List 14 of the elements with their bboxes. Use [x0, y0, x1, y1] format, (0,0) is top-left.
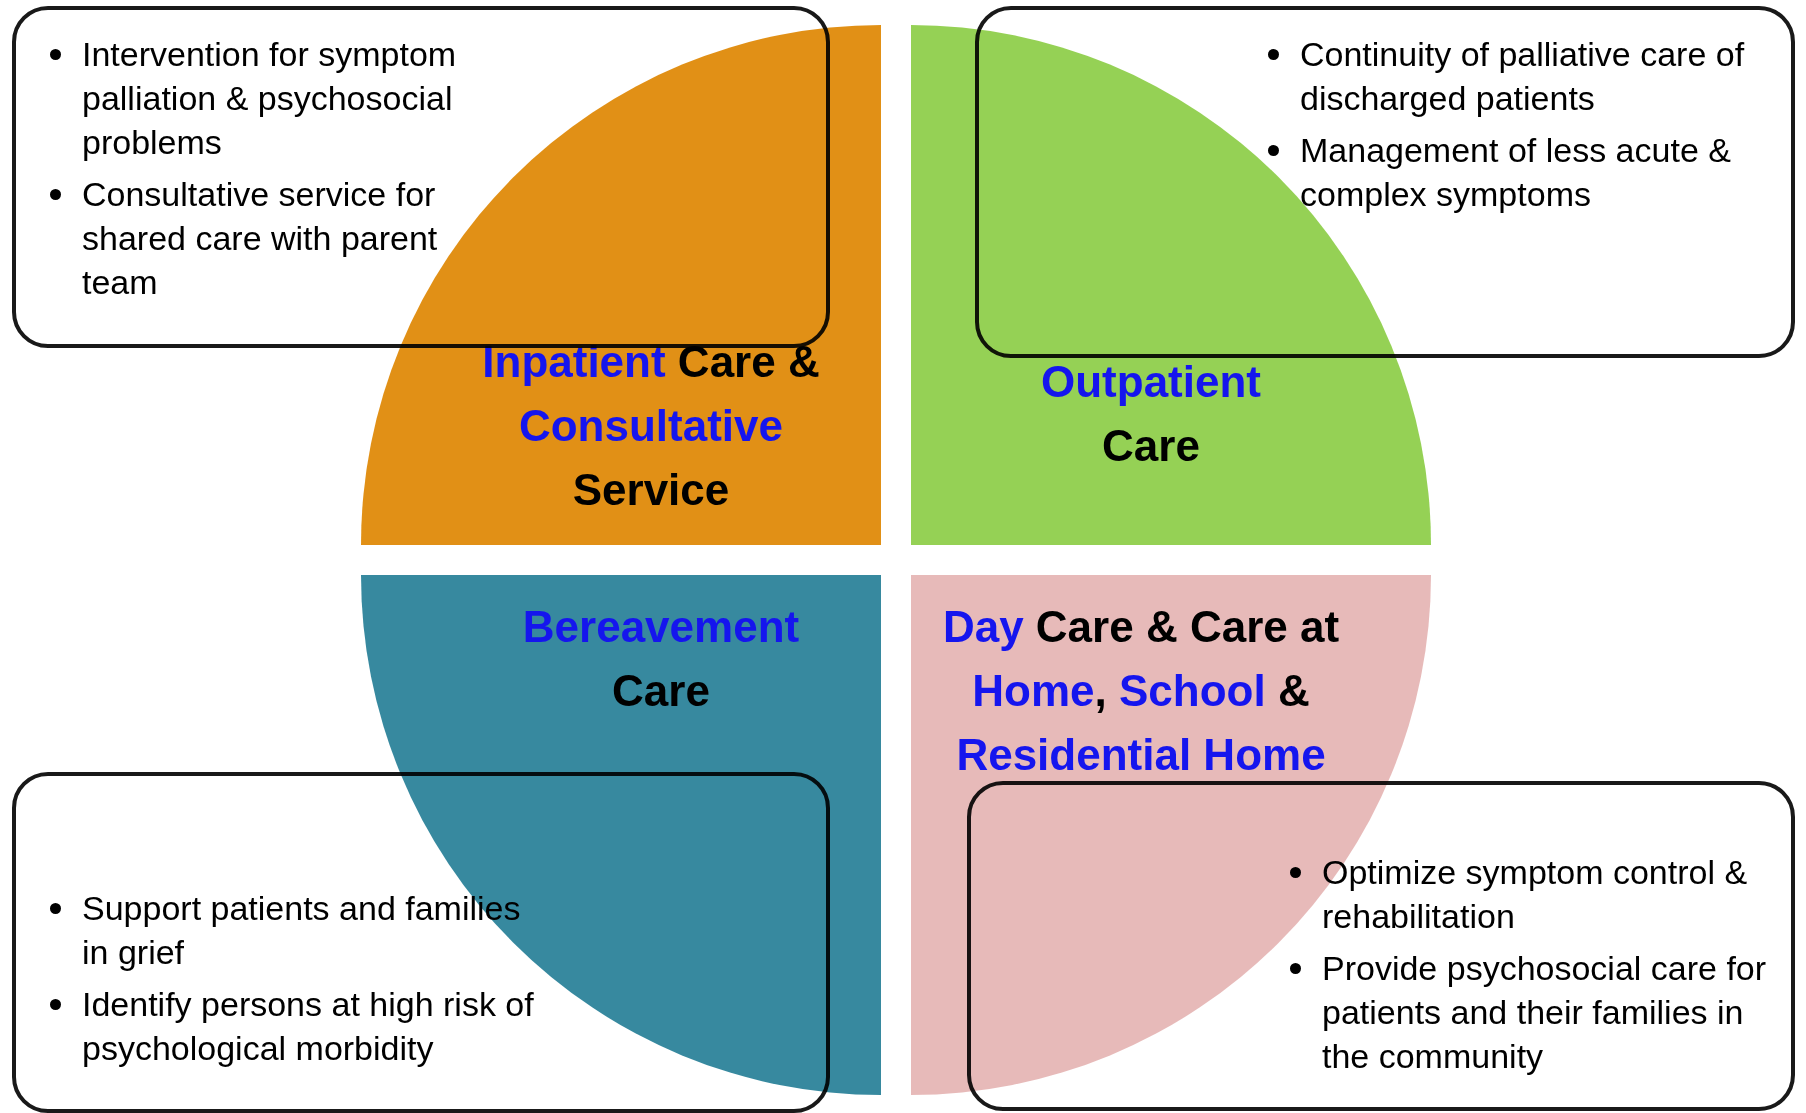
segment-title: Bereavement Care [521, 601, 801, 717]
bullet-text: Optimize symptom control & rehabilitation [1276, 850, 1776, 938]
bullet-text: Consultative service for shared care with parent team [36, 172, 506, 304]
bullet-text: Management of less acute & complex symptoms [1254, 128, 1774, 216]
bullet-text: Provide psychosocial care for patients and their families in the community [1276, 946, 1776, 1078]
segment-title: Outpatient Care [1040, 356, 1262, 472]
rounded-text-box [975, 6, 1795, 358]
bullet-text: Continuity of palliative care of discharged patients [1254, 32, 1774, 120]
segment-title: Inpatient Care & Consultative Service [481, 336, 821, 516]
segment-title: Day Care & Care at Home, School & Residential Home [941, 601, 1341, 781]
bullet-text: Intervention for symptom palliation & psychosocial problems [36, 32, 506, 164]
rounded-text-box [12, 772, 830, 1113]
bullet-text: Identify persons at high risk of psychological morbidity [36, 982, 556, 1070]
rounded-text-box [967, 781, 1795, 1111]
